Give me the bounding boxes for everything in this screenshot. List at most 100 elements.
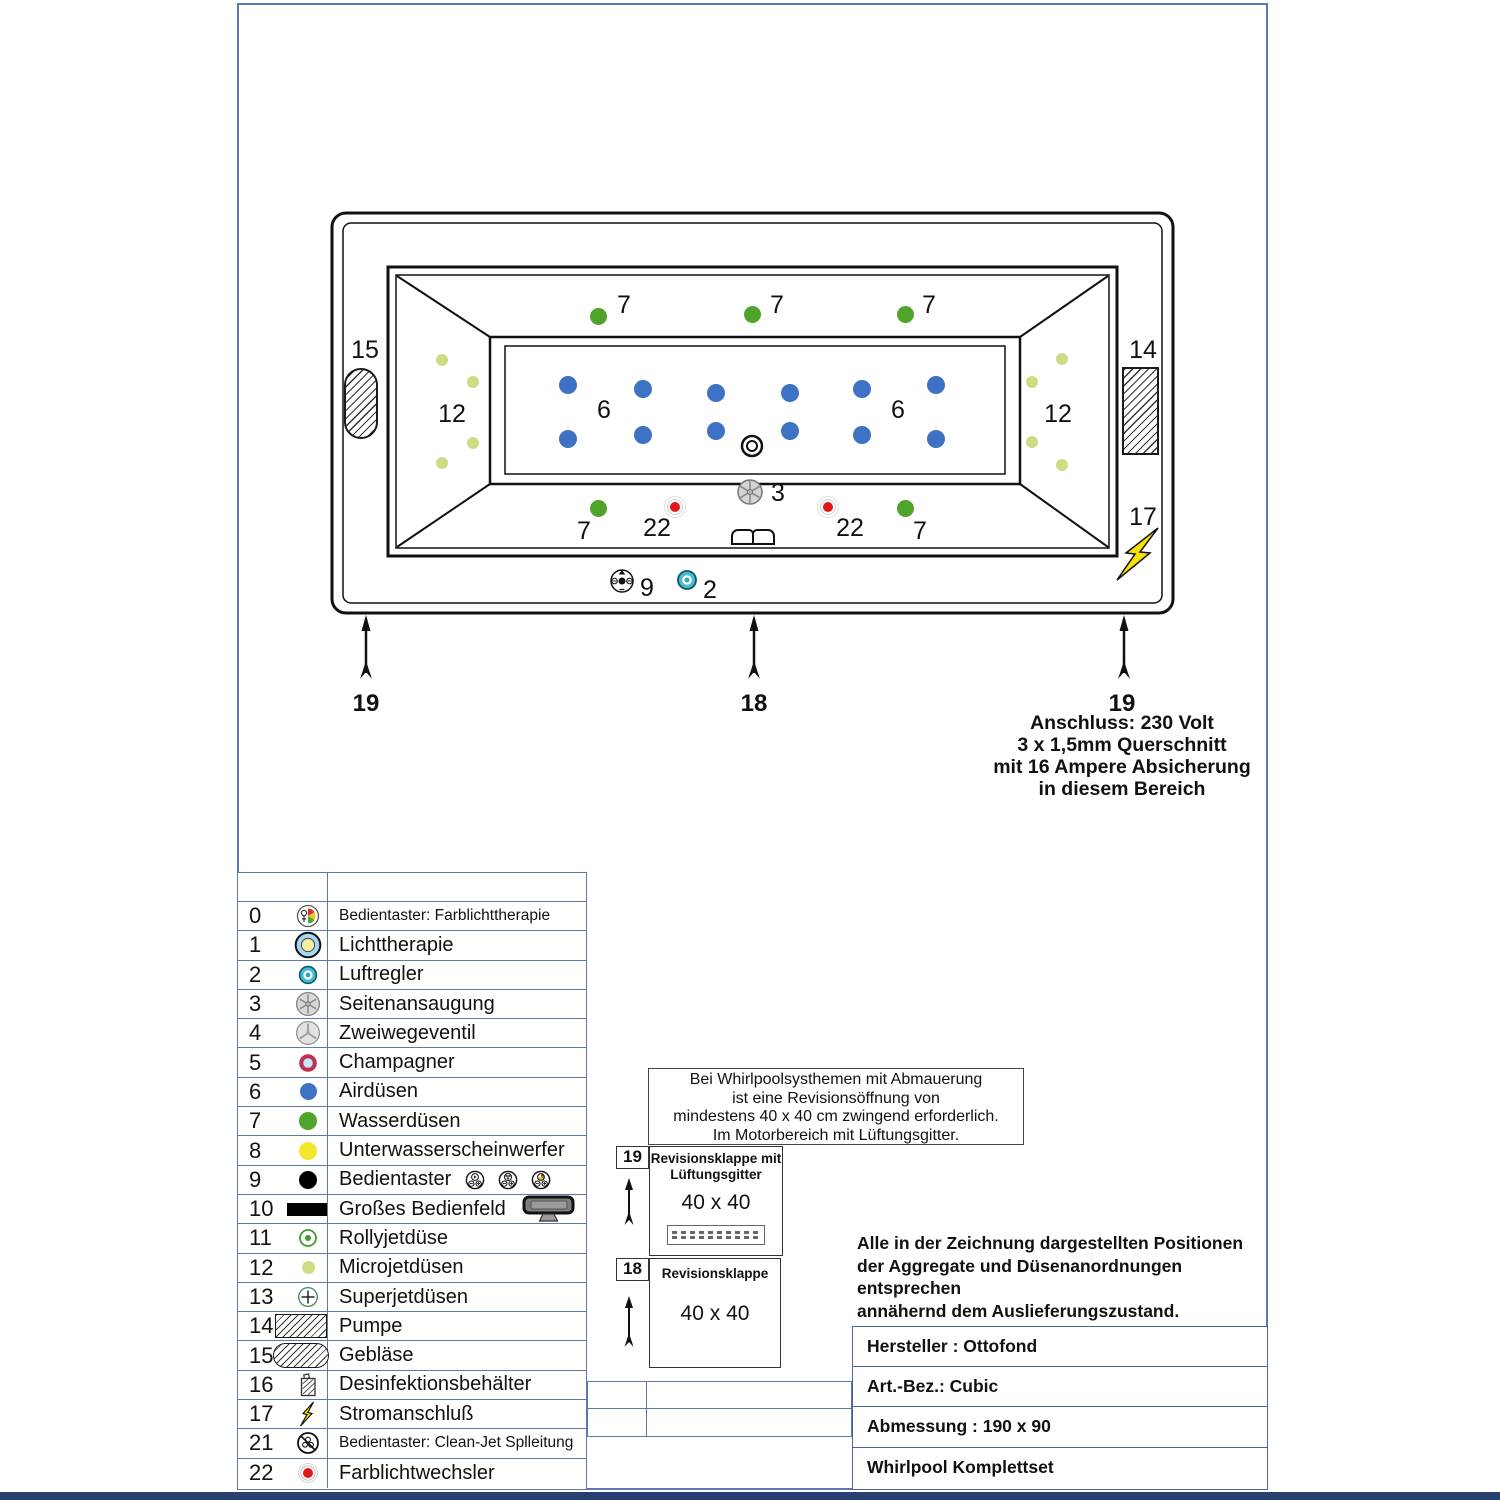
legend-row-9: 9 Bedientaster: [238, 1165, 586, 1195]
legend-row-15: 15 Gebläse: [238, 1341, 586, 1371]
legend-row-21: 21 Bedientaster: Clean-Jet Splleitung: [238, 1429, 586, 1459]
button-fan-icon: [498, 1170, 518, 1190]
air-jet-icon: [289, 1083, 327, 1101]
panel-18-arrow: [624, 1296, 634, 1347]
bathtub-plan: [330, 211, 1175, 615]
arrow-19-left: [360, 615, 372, 679]
legend-label: Luftregler: [339, 963, 424, 986]
panel-19-arrow: [624, 1178, 634, 1225]
legend-row-4: 4 Zweiwegeventil: [238, 1019, 586, 1049]
page-border: [237, 3, 1268, 1490]
pump-symbol: [1122, 367, 1159, 455]
positions-note-line: Alle in der Zeichnung dargestellten Posi…: [857, 1233, 1244, 1253]
lightning-bolt-icon: [1116, 527, 1159, 581]
super-jet-icon: [289, 1286, 327, 1308]
legend-num: 14: [249, 1313, 274, 1339]
legend-label: Bedientaster: Farblichttherapie: [339, 907, 551, 925]
legend-row-2: 2 Luftregler: [238, 960, 586, 990]
tub-rim-inner-rect: [395, 274, 1110, 549]
control-button-icon: [610, 569, 634, 593]
legend-num: 4: [249, 1020, 262, 1046]
legend-label: Seitenansaugung: [339, 992, 495, 1015]
legend-row-10: 10 Großes Bedienfeld: [238, 1194, 586, 1225]
rolly-jet-icon: [289, 1228, 327, 1248]
empty-grid: [587, 1381, 852, 1437]
panel-19-box: Revisionsklappe mit Lüftungsgitter 40 x …: [649, 1146, 783, 1256]
legend-num: 9: [249, 1166, 262, 1192]
legend-table: 0 Bedientaster: Farblichttherapie 1 Lich…: [237, 872, 587, 1490]
legend-label: Airdüsen: [339, 1080, 418, 1103]
legend-row-14: 14 Pumpe: [238, 1312, 586, 1342]
legend-num: 12: [249, 1254, 274, 1280]
positions-note-line: der Aggregate und Düsenanordnungen entsp…: [857, 1255, 1183, 1299]
colorlight-therapy-button-icon: [289, 904, 327, 928]
title-block-dimensions: Abmessung : 190 x 90: [853, 1407, 1267, 1448]
panel-18-size: 40 x 40: [680, 1302, 750, 1325]
legend-num: 10: [249, 1196, 274, 1222]
legend-num: 5: [249, 1049, 262, 1075]
blower-icon: [273, 1343, 330, 1369]
legend-row-17: 17 Stromanschluß: [238, 1400, 586, 1430]
panel-19-title: Revisionsklappe mit Lüftungsgitter: [650, 1151, 782, 1182]
connection-note-line: 3 x 1,5mm Querschnitt: [1017, 734, 1227, 756]
legend-row-22: 22 Farblichtwechsler: [238, 1458, 586, 1488]
panel-18-tag: 18: [616, 1258, 649, 1281]
title-block: Hersteller : Ottofond Art.-Bez.: Cubic A…: [852, 1326, 1268, 1490]
legend-label: Rollyjetdüse: [339, 1226, 448, 1249]
button-colorwheel-icon: [531, 1170, 551, 1190]
legend-label: Großes Bedienfeld: [328, 1195, 586, 1223]
legend-num: 1: [249, 932, 262, 958]
wall-note-line: Bei Whirlpoolsysthemen mit Abmauerung: [689, 1071, 983, 1088]
legend-num: 16: [249, 1371, 274, 1397]
legend-row-6: 6 Airdüsen: [238, 1077, 586, 1108]
control-button-variants: [465, 1170, 551, 1190]
connection-note-line: mit 16 Ampere Absicherung: [993, 756, 1251, 778]
legend-num: 13: [249, 1284, 274, 1309]
air-regulator-icon: [289, 965, 327, 985]
legend-row-1: 1 Lichttherapie: [238, 931, 586, 961]
legend-num: 21: [249, 1430, 274, 1456]
basin-rect: [488, 335, 1022, 486]
legend-num: 2: [249, 961, 262, 987]
connection-note-line: in diesem Bereich: [1038, 778, 1206, 800]
underwater-light-icon: [289, 1141, 327, 1160]
legend-row-7: 7 Wasserdüsen: [238, 1107, 586, 1137]
wall-note-line: mindestens 40 x 40 cm zwingend erforderl…: [673, 1108, 999, 1125]
legend-label: Zweiwegeventil: [339, 1021, 476, 1044]
bottom-strip: [0, 1492, 1500, 1500]
basin-inner-rect: [504, 345, 1006, 475]
legend-num: 15: [249, 1342, 274, 1368]
legend-num: 0: [249, 903, 262, 929]
panel-18-title: Revisionsklappe: [661, 1266, 769, 1281]
large-control-panel-icon: [287, 1202, 327, 1216]
legend-label: Superjetdüsen: [339, 1285, 468, 1308]
title-block-manufacturer: Hersteller : Ottofond: [853, 1327, 1267, 1368]
vent-grille-icon: [667, 1225, 765, 1245]
blower-symbol: [344, 368, 378, 439]
legend-num: 17: [249, 1401, 274, 1427]
wall-note-line: Im Motorbereich mit Lüftungsgitter.: [712, 1126, 960, 1144]
panel-19-tag: 19: [616, 1146, 649, 1169]
legend-row-8: 8 Unterwasserscheinwerfer: [238, 1136, 586, 1166]
legend-label: Farblichtwechsler: [339, 1461, 495, 1484]
air-regulator-icon: [677, 570, 697, 590]
power-connection-icon: [289, 1401, 327, 1427]
wall-note-box: Bei Whirlpoolsysthemen mit Abmauerung is…: [648, 1068, 1024, 1145]
panel-19-size: 40 x 40: [681, 1191, 751, 1214]
legend-label: Wasserdüsen: [339, 1109, 461, 1132]
legend-label: Bedientaster: [328, 1166, 586, 1194]
button-play-icon: [465, 1170, 485, 1190]
control-panel-display-icon: [522, 1195, 576, 1223]
legend-header-row: [238, 873, 586, 902]
pump-icon: [275, 1314, 327, 1339]
side-suction-icon: [289, 991, 327, 1017]
legend-num: 11: [249, 1225, 272, 1251]
legend-row-11: 11 Rollyjetdüse: [238, 1224, 586, 1254]
legend-label: Microjetdüsen: [339, 1256, 464, 1279]
legend-label: Stromanschluß: [339, 1402, 474, 1425]
water-jet-icon: [289, 1112, 327, 1131]
legend-label: Bedientaster: Clean-Jet Splleitung: [339, 1434, 574, 1452]
legend-label: Lichttherapie: [339, 933, 454, 956]
legend-row-12: 12 Microjetdüsen: [238, 1253, 586, 1283]
